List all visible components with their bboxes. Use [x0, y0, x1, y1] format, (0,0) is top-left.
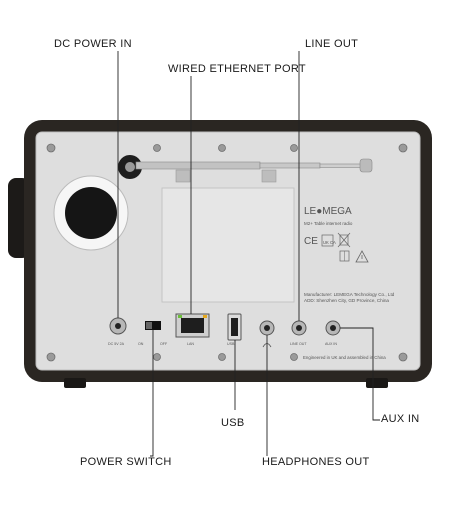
switch-on-label: ON	[138, 342, 144, 346]
dc-port-label: DC 5V 2A	[108, 342, 125, 346]
line-out-jack	[291, 320, 307, 336]
ukca-mark: UK CA	[321, 234, 336, 247]
usb-port-label: USB	[227, 342, 235, 346]
aux-in-port-label: AUX IN	[325, 342, 337, 346]
ethernet-port	[175, 313, 210, 338]
manufacturer-text: Manufacturer: LEMEGA Technology Co., Ltd	[304, 292, 395, 297]
headphones-jack	[259, 320, 275, 336]
label-aux-in: AUX IN	[381, 413, 420, 425]
aux-in-jack	[325, 320, 341, 336]
label-line-out: LINE OUT	[305, 38, 359, 50]
label-dc-power-in: DC POWER IN	[54, 38, 132, 50]
label-wired-ethernet-port: WIRED ETHERNET PORT	[168, 63, 306, 75]
lan-port-label: LAN	[187, 342, 194, 346]
label-power-switch: POWER SWITCH	[80, 456, 172, 468]
usb-port	[227, 313, 242, 341]
power-switch	[145, 321, 161, 330]
address-text: ADD: Shenzhen City, GD Province, China	[304, 298, 389, 303]
switch-off-label: OFF	[160, 342, 168, 346]
bass-port-hole	[65, 187, 117, 239]
cover-plate	[161, 187, 295, 303]
model-text: M2+ Table internet radio	[304, 221, 353, 226]
antenna	[118, 155, 373, 183]
label-usb: USB	[221, 417, 245, 429]
foot-left	[64, 378, 86, 388]
manual-book-icon	[339, 250, 350, 262]
ce-mark: CE	[304, 236, 318, 247]
leader-aux-in	[340, 327, 380, 421]
weee-bin-icon	[337, 232, 351, 248]
engineered-text: Engineered in UK and assembled in China	[303, 355, 386, 360]
foot-right	[366, 378, 388, 388]
dc-power-jack	[109, 317, 127, 335]
leader-lines	[117, 51, 380, 457]
ukca-text: UK CA	[323, 240, 336, 245]
line-out-port-label: LINE OUT	[290, 342, 307, 346]
brand-logo: LE●MEGA	[304, 206, 352, 217]
label-headphones-out: HEADPHONES OUT	[262, 456, 370, 468]
leader-power-switch	[150, 330, 154, 457]
warning-triangle-icon	[355, 250, 369, 263]
panel-screws	[46, 143, 408, 362]
